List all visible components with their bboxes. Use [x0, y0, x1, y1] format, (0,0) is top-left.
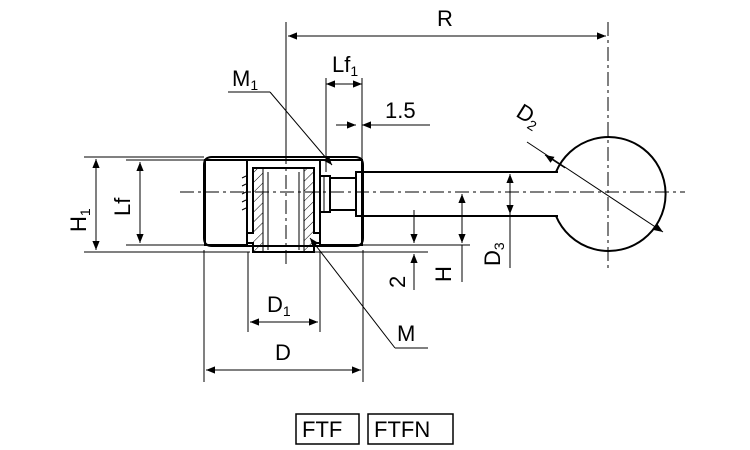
dim-H-label: H	[431, 266, 456, 282]
dim-Lf: Lf	[110, 159, 204, 246]
dim-D1-main: D	[267, 292, 283, 317]
svg-text:D1: D1	[267, 292, 291, 319]
svg-text:H1: H1	[66, 208, 93, 232]
dim-H: H	[428, 194, 470, 282]
model-box-1	[295, 413, 360, 445]
svg-text:D2: D2	[511, 99, 546, 135]
dim-Lf1-main: Lf	[332, 52, 351, 77]
dim-1-5-label: 1.5	[385, 98, 416, 123]
dim-D-label: D	[275, 340, 291, 365]
shaft	[330, 171, 558, 217]
model-label-1: FTF	[302, 417, 342, 442]
dim-2-label: 2	[385, 276, 410, 288]
dim-M1-sub: 1	[250, 77, 258, 93]
svg-text:M1: M1	[232, 66, 258, 93]
svg-text:D3: D3	[480, 242, 507, 266]
dim-Lf1-sub: 1	[350, 63, 358, 79]
dim-2: 2	[314, 210, 428, 290]
dim-1-5: 1.5	[336, 98, 430, 129]
svg-text:Lf1: Lf1	[332, 52, 358, 79]
dim-M-label: M	[397, 321, 415, 346]
dim-R-label: R	[437, 6, 453, 31]
dim-D2: D2	[511, 99, 664, 233]
dim-D3-sub: 3	[491, 242, 507, 250]
dim-H1-sub: 1	[77, 208, 93, 216]
dim-M1: M1	[228, 66, 333, 166]
dim-R: R	[285, 6, 609, 268]
dim-D3-main: D	[480, 250, 505, 266]
model-box-2	[367, 413, 454, 445]
dim-H1: H1	[66, 156, 250, 253]
dim-H1-main: H	[66, 216, 91, 232]
housing-section	[203, 156, 364, 253]
dim-D1-sub: 1	[283, 303, 291, 319]
dim-D: D	[203, 250, 364, 382]
dim-D1: D1	[247, 252, 321, 332]
model-labels: FTF FTFN	[295, 413, 454, 445]
dim-Lf1: Lf1	[325, 52, 363, 172]
dim-M: M	[309, 237, 428, 349]
dim-D3: D3	[480, 174, 514, 268]
dim-M1-main: M	[232, 66, 250, 91]
model-label-2: FTFN	[374, 417, 430, 442]
dim-Lf-label: Lf	[110, 197, 135, 216]
ball-knob	[555, 136, 667, 252]
knurl-marks	[241, 175, 247, 211]
